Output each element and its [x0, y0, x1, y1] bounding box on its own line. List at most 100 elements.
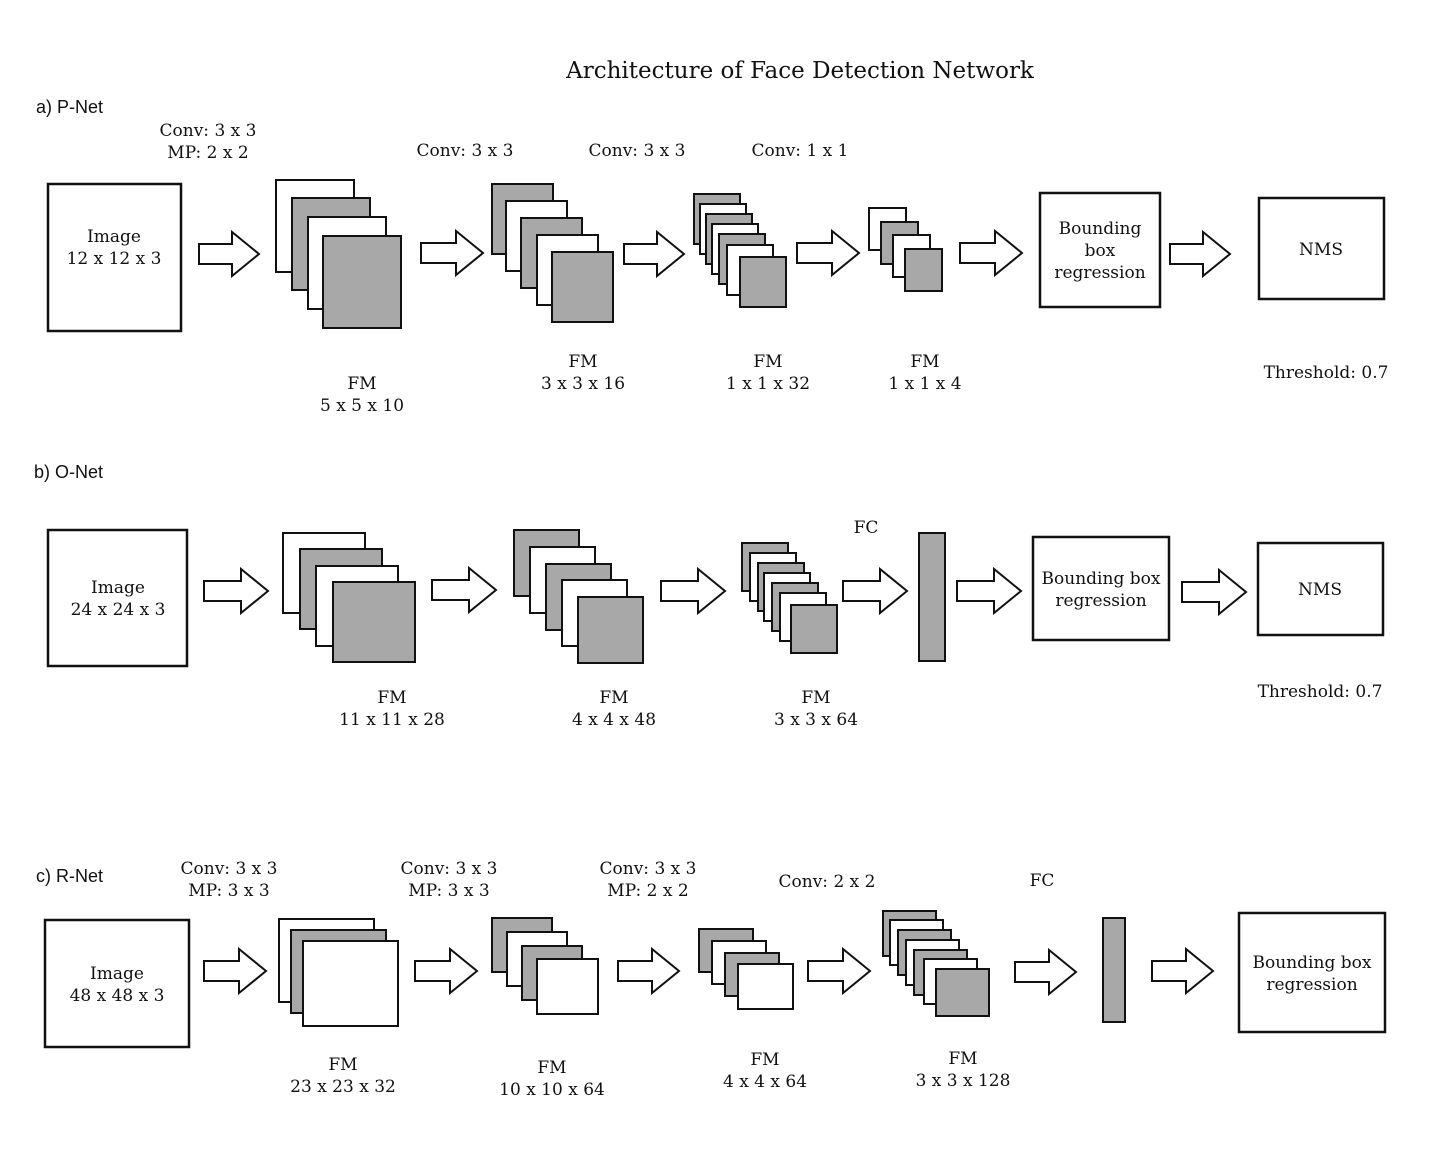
rnet-op-1-line1: Conv: 3 x 3: [181, 859, 278, 879]
onet-fc-layer: [918, 532, 946, 662]
onet-fc-label: FC: [854, 518, 879, 538]
pnet-feature-map-stack-4: [868, 207, 943, 292]
pnet-fm-1-line1: FM: [347, 374, 376, 394]
rnet-section: c) R-Net Conv: 3 x 3 MP: 3 x 3 Conv: 3 x…: [36, 859, 1387, 1100]
pnet-op-4-label: Conv: 1 x 1: [752, 141, 849, 161]
rnet-section-label: c) R-Net: [36, 866, 103, 886]
onet-arrow-3: [660, 566, 727, 616]
onet-feature-map-stack-2: [513, 529, 644, 664]
pnet-feature-map-stack-1: [275, 179, 402, 329]
rnet-input-label: Image: [90, 964, 144, 984]
onet-arrow-1: [203, 566, 270, 616]
pnet-arrow-5: [959, 228, 1024, 278]
onet-input-label: Image: [91, 578, 145, 598]
rnet-op-2-line2: MP: 3 x 3: [408, 881, 489, 901]
pnet-arrow-3: [623, 229, 686, 279]
onet-arrow-2: [431, 565, 498, 615]
pnet-feature-map-stack-3: [693, 193, 787, 308]
rnet-op-1-line2: MP: 3 x 3: [188, 881, 269, 901]
rnet-op-4-label: Conv: 2 x 2: [779, 872, 876, 892]
rnet-arrow-4: [807, 946, 872, 996]
rnet-fm-4-line1: FM: [948, 1049, 977, 1069]
pnet-feature-map-stack-2: [491, 183, 614, 323]
rnet-op-3-line1: Conv: 3 x 3: [600, 859, 697, 879]
rnet-feature-map-stack-1: [278, 918, 399, 1027]
rnet-fm-1-line2: 23 x 23 x 32: [290, 1077, 396, 1097]
pnet-arrow-6: [1169, 229, 1232, 279]
rnet-feature-map-stack-3: [698, 928, 794, 1010]
pnet-fm-2-line1: FM: [568, 352, 597, 372]
onet-nms-label: NMS: [1298, 580, 1342, 600]
rnet-op-3-line2: MP: 2 x 2: [607, 881, 688, 901]
pnet-section-label: a) P-Net: [36, 97, 103, 117]
pnet-arrow-2: [420, 228, 485, 278]
pnet-fm-2-line2: 3 x 3 x 16: [541, 374, 625, 394]
onet-input-box: Image 24 x 24 x 3: [46, 528, 189, 668]
rnet-fm-2-line2: 10 x 10 x 64: [499, 1080, 605, 1100]
pnet-arrow-1: [198, 229, 261, 279]
pnet-fm-3-line2: 1 x 1 x 32: [726, 374, 810, 394]
rnet-fc-label: FC: [1030, 871, 1055, 891]
pnet-input-box: Image 12 x 12 x 3: [46, 182, 183, 333]
pnet-bbox-line1: Bounding: [1059, 219, 1142, 239]
onet-fm-2-line1: FM: [599, 688, 628, 708]
onet-arrow-5: [956, 566, 1023, 616]
pnet-nms-label: NMS: [1299, 240, 1343, 260]
rnet-arrow-1: [203, 946, 268, 996]
pnet-op-1-line1: Conv: 3 x 3: [160, 121, 257, 141]
pnet-bbox-regression-box: Bounding box regression: [1038, 191, 1162, 309]
rnet-feature-map-stack-4: [882, 910, 990, 1017]
rnet-feature-map-stack-2: [491, 917, 599, 1015]
pnet-input-size: 12 x 12 x 3: [67, 249, 162, 269]
onet-bbox-line1: Bounding box: [1042, 569, 1161, 589]
rnet-bbox-regression-box: Bounding box regression: [1237, 911, 1387, 1034]
onet-bbox-regression-box: Bounding box regression: [1031, 535, 1171, 642]
rnet-fm-2-line1: FM: [537, 1058, 566, 1078]
rnet-arrow-2: [414, 946, 479, 996]
pnet-op-1-line2: MP: 2 x 2: [167, 143, 248, 163]
rnet-arrow-3: [617, 946, 681, 996]
rnet-fm-3-line2: 4 x 4 x 64: [723, 1072, 807, 1092]
onet-bbox-line2: regression: [1055, 591, 1146, 611]
rnet-fm-4-line2: 3 x 3 x 128: [916, 1071, 1011, 1091]
pnet-op-3-label: Conv: 3 x 3: [589, 141, 686, 161]
onet-input-size: 24 x 24 x 3: [71, 600, 166, 620]
onet-section-label: b) O-Net: [34, 462, 103, 482]
pnet-fm-4-line1: FM: [910, 352, 939, 372]
onet-section: b) O-Net Image 24 x 24 x 3: [34, 462, 1385, 730]
onet-fm-1-line2: 11 x 11 x 28: [339, 710, 445, 730]
rnet-fm-1-line1: FM: [328, 1055, 357, 1075]
onet-feature-map-stack-3: [741, 542, 838, 654]
onet-arrow-6: [1181, 567, 1248, 617]
pnet-nms-box: NMS: [1257, 196, 1386, 301]
rnet-fc-layer: [1102, 917, 1126, 1023]
rnet-arrow-6: [1151, 946, 1215, 996]
onet-fm-1-line1: FM: [377, 688, 406, 708]
pnet-fm-4-line2: 1 x 1 x 4: [888, 374, 961, 394]
rnet-input-box: Image 48 x 48 x 3: [43, 918, 191, 1049]
pnet-input-label: Image: [87, 227, 141, 247]
pnet-bbox-line3: regression: [1054, 263, 1145, 283]
rnet-input-size: 48 x 48 x 3: [70, 986, 165, 1006]
rnet-bbox-line2: regression: [1266, 975, 1357, 995]
rnet-arrow-5: [1014, 947, 1078, 997]
pnet-bbox-line2: box: [1085, 241, 1116, 261]
diagram-title: Architecture of Face Detection Network: [565, 58, 1035, 84]
rnet-bbox-line1: Bounding box: [1253, 953, 1372, 973]
onet-fm-3-line1: FM: [801, 688, 830, 708]
pnet-op-2-label: Conv: 3 x 3: [417, 141, 514, 161]
rnet-fm-3-line1: FM: [750, 1050, 779, 1070]
pnet-section: a) P-Net Conv: 3 x 3 MP: 2 x 2 Conv: 3 x…: [36, 97, 1388, 416]
pnet-fm-3-line1: FM: [753, 352, 782, 372]
pnet-fm-1-line2: 5 x 5 x 10: [320, 396, 404, 416]
pnet-arrow-4: [796, 228, 861, 278]
onet-fm-3-line2: 3 x 3 x 64: [774, 710, 858, 730]
onet-fm-2-line2: 4 x 4 x 48: [572, 710, 656, 730]
onet-feature-map-stack-1: [282, 532, 416, 663]
onet-threshold: Threshold: 0.7: [1258, 682, 1383, 702]
onet-arrow-4: [842, 566, 909, 616]
rnet-op-2-line1: Conv: 3 x 3: [401, 859, 498, 879]
pnet-threshold: Threshold: 0.7: [1264, 363, 1389, 383]
onet-nms-box: NMS: [1256, 541, 1385, 637]
